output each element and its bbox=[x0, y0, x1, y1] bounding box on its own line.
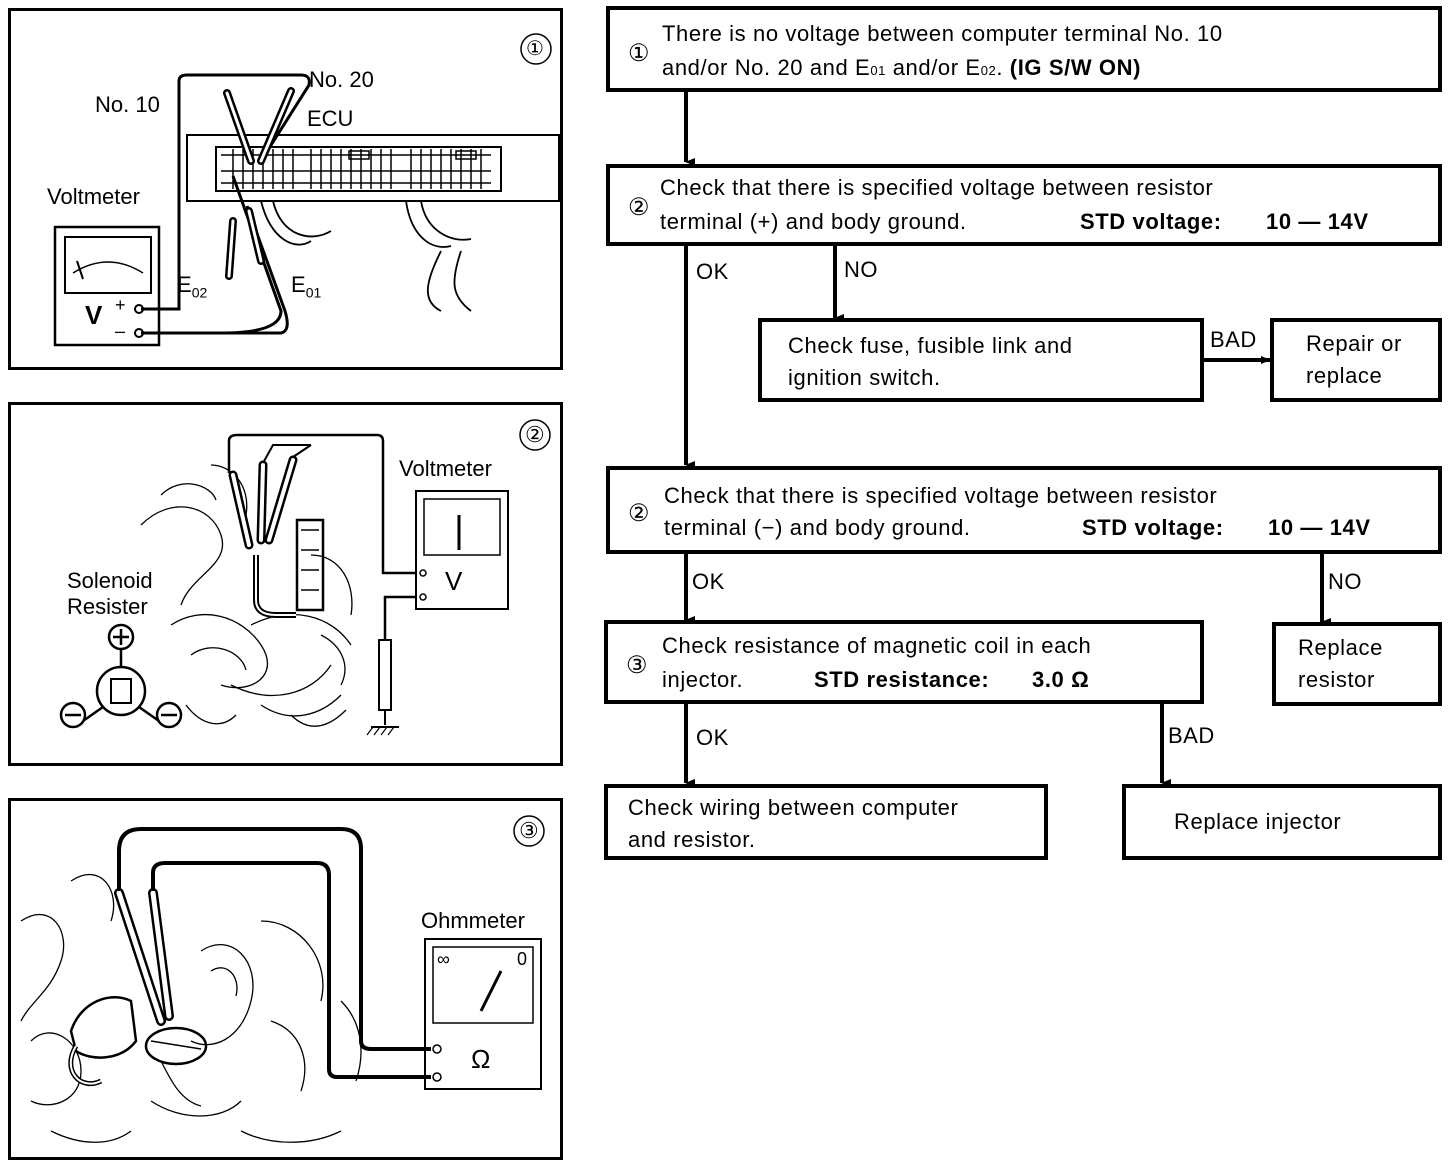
label-ohmmeter: Ohmmeter bbox=[421, 908, 525, 933]
illustration-panel-1: ① No. 10 No. 20 ECU Voltmeter V + – E02 … bbox=[8, 8, 563, 370]
label-voltmeter: Voltmeter bbox=[47, 184, 140, 209]
step-text-line1: Check resistance of magnetic coil in eac… bbox=[662, 633, 1092, 658]
ignition-condition: (IG S/W ON) bbox=[1009, 55, 1142, 80]
label-voltmeter: Voltmeter bbox=[399, 456, 492, 481]
e02-letter: E bbox=[177, 272, 192, 297]
label-no: NO bbox=[844, 257, 878, 282]
subscript-02: 02 bbox=[980, 63, 997, 78]
step-box-repair: Repair or replace bbox=[1270, 318, 1442, 402]
std-voltage-value: 10 — 14V bbox=[1266, 209, 1369, 234]
step-text-line2: ignition switch. bbox=[788, 365, 941, 390]
scale-zero-label: 0 bbox=[517, 949, 528, 969]
std-voltage-label: STD voltage: bbox=[1080, 209, 1222, 234]
step-text-line2: terminal (−) and body ground. bbox=[664, 515, 971, 540]
label-no: NO bbox=[1328, 569, 1362, 594]
panel-number: ② bbox=[525, 422, 545, 447]
panel-number: ③ bbox=[519, 818, 539, 843]
label-bad: BAD bbox=[1168, 723, 1215, 748]
label-ok: OK bbox=[692, 569, 725, 594]
step-number: ② bbox=[628, 194, 651, 221]
step-number: ① bbox=[628, 40, 651, 67]
step-text-line2: injector. bbox=[662, 667, 744, 692]
step-number: ② bbox=[628, 500, 651, 527]
resistor-voltmeter-illustration bbox=[59, 419, 551, 736]
step-box-wiring: Check wiring between computer and resist… bbox=[604, 784, 1048, 860]
injector-ohmmeter-illustration bbox=[20, 815, 545, 1143]
label-no-10: No. 10 bbox=[95, 92, 160, 117]
label-ok: OK bbox=[696, 259, 729, 284]
label-e02: E02 bbox=[177, 273, 207, 304]
step-text-line1: Check wiring between computer bbox=[628, 795, 959, 820]
step-text-line1: Check fuse, fusible link and bbox=[788, 333, 1073, 358]
step-text-line1: Replace injector bbox=[1174, 809, 1342, 834]
step-box-3: ② Check that there is specified voltage … bbox=[606, 466, 1442, 554]
step-number: ③ bbox=[626, 652, 649, 679]
subscript-01: 01 bbox=[870, 63, 886, 78]
label-e01: E01 bbox=[291, 273, 321, 304]
voltmeter-v-symbol: V bbox=[445, 566, 463, 596]
ecu-voltmeter-illustration bbox=[53, 33, 560, 347]
std-resistance-value: 3.0 Ω bbox=[1032, 667, 1090, 692]
illustration-panel-3: ③ Ohmmeter ∞ 0 Ω bbox=[8, 798, 563, 1160]
step-text-line2: resistor bbox=[1298, 667, 1375, 692]
scale-infinity-label: ∞ bbox=[437, 949, 450, 969]
step-text-line2: and/or No. 20 and E01 and/or E02. (IG S/… bbox=[662, 52, 1141, 87]
text-part: and/or No. 20 and E bbox=[662, 55, 871, 80]
e01-subscript: 01 bbox=[305, 284, 322, 301]
step-text-line1: Repair or bbox=[1306, 331, 1402, 356]
step-text-line1: Check that there is specified voltage be… bbox=[660, 175, 1214, 200]
std-resistance-label: STD resistance: bbox=[814, 667, 990, 692]
step-text-line2: replace bbox=[1306, 363, 1383, 388]
label-ok: OK bbox=[696, 725, 729, 750]
ohm-symbol: Ω bbox=[471, 1044, 491, 1074]
std-voltage-label: STD voltage: bbox=[1082, 515, 1224, 540]
voltmeter-v-symbol: V bbox=[85, 300, 103, 330]
panel-number: ① bbox=[526, 38, 544, 60]
step-box-1: ① There is no voltage between computer t… bbox=[606, 6, 1442, 92]
step-text-line2: and resistor. bbox=[628, 827, 756, 852]
label-resister: Resister bbox=[67, 594, 148, 619]
step-box-4: ③ Check resistance of magnetic coil in e… bbox=[604, 620, 1204, 704]
step-text-line2: terminal (+) and body ground. bbox=[660, 209, 967, 234]
label-ecu: ECU bbox=[307, 106, 354, 131]
step-text-line1: There is no voltage between computer ter… bbox=[662, 21, 1223, 46]
label-no-20: No. 20 bbox=[309, 67, 374, 92]
e01-letter: E bbox=[291, 272, 306, 297]
text-part: . bbox=[996, 55, 1010, 80]
step-box-fuse: Check fuse, fusible link and ignition sw… bbox=[758, 318, 1204, 402]
illustration-panel-2: ② Voltmeter V Solenoid Resister bbox=[8, 402, 563, 766]
text-part: and/or E bbox=[886, 55, 981, 80]
plus-terminal-label: + bbox=[115, 295, 126, 315]
step-box-2: ② Check that there is specified voltage … bbox=[606, 164, 1442, 246]
std-voltage-value: 10 — 14V bbox=[1268, 515, 1371, 540]
step-box-replace-injector: Replace injector bbox=[1122, 784, 1442, 860]
label-solenoid: Solenoid bbox=[67, 568, 153, 593]
minus-terminal-label: – bbox=[115, 321, 126, 341]
label-bad: BAD bbox=[1210, 327, 1257, 352]
e02-subscript: 02 bbox=[191, 284, 208, 301]
step-text-line1: Check that there is specified voltage be… bbox=[664, 483, 1218, 508]
step-text-line1: Replace bbox=[1298, 635, 1383, 660]
step-box-replace-resistor: Replace resistor bbox=[1272, 622, 1442, 706]
